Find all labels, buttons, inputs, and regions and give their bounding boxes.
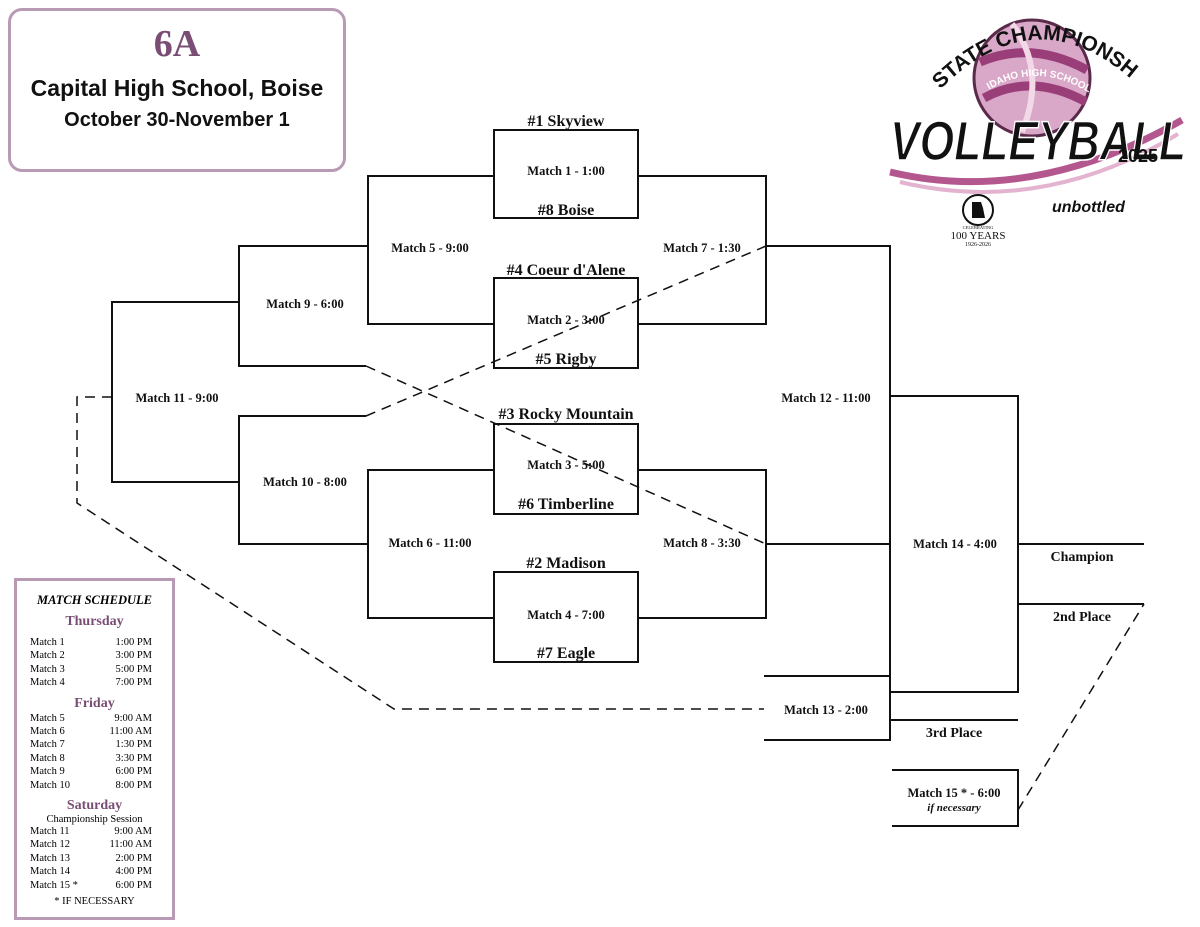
match-7-bracket <box>638 175 767 325</box>
svg-text:1926-2026: 1926-2026 <box>965 242 991 248</box>
match-15-bracket <box>892 769 1019 827</box>
sponsor-logo: unbottled <box>1052 199 1126 216</box>
team-8-label: #8 Boise <box>538 202 594 219</box>
svg-text:CELEBRATING: CELEBRATING <box>963 225 994 230</box>
team-7-label: #7 Eagle <box>537 645 595 662</box>
team-4-label: #4 Coeur d'Alene <box>507 262 626 279</box>
match-9-label: Match 9 - 6:00 <box>266 297 343 311</box>
bracket-lines <box>111 129 1144 827</box>
match-9-bracket <box>238 245 368 367</box>
loser-routes <box>76 245 1145 811</box>
match-6-label: Match 6 - 11:00 <box>389 536 472 550</box>
day-thursday-title: Thursday <box>65 614 124 629</box>
event-header: 6A Capital High School, Boise October 30… <box>8 8 346 172</box>
venue-label: Capital High School, Boise <box>30 75 324 101</box>
dates-label: October 30-November 1 <box>64 109 290 131</box>
match-4-label: Match 4 - 7:00 <box>527 608 604 622</box>
match-3-label: Match 3 - 5:00 <box>527 458 604 472</box>
division-label: 6A <box>153 23 201 65</box>
match-11-label: Match 11 - 9:00 <box>136 391 219 405</box>
loser-route-m9-m8 <box>365 365 767 545</box>
team-3-label: #3 Rocky Mountain <box>498 406 633 423</box>
logo-year: 2025 <box>1118 146 1158 166</box>
match-15-note: if necessary <box>927 802 981 814</box>
match-10-label: Match 10 - 8:00 <box>263 475 347 489</box>
match-1-label: Match 1 - 1:00 <box>527 164 604 178</box>
schedule-row: Match 15 *6:00 PM <box>30 879 152 891</box>
match-12-label: Match 12 - 11:00 <box>781 391 870 405</box>
third-place-label: 3rd Place <box>926 726 982 741</box>
schedule-note: * IF NECESSARY <box>54 896 135 908</box>
match-5-label: Match 5 - 9:00 <box>391 241 468 255</box>
match-11-bracket <box>111 301 239 483</box>
team-6-label: #6 Timberline <box>518 496 614 513</box>
match-14-label: Match 14 - 4:00 <box>913 537 997 551</box>
loser-route-m11-m13 <box>76 396 764 710</box>
match-1-box <box>493 129 639 219</box>
volleyball-icon <box>972 18 1092 138</box>
match-2-label: Match 2 - 3:00 <box>527 313 604 327</box>
schedule-title: MATCH SCHEDULE <box>37 593 152 607</box>
day-saturday-subtitle: Championship Session <box>46 814 143 826</box>
match-10-bracket <box>238 415 368 545</box>
match-5-bracket <box>367 175 494 325</box>
loser-route-m15 <box>1017 603 1145 811</box>
loser-route-m10-m7 <box>365 245 767 417</box>
team-5-label: #5 Rigby <box>536 351 597 368</box>
svg-text:100 YEARS: 100 YEARS <box>951 230 1006 242</box>
team-2-label: #2 Madison <box>526 555 606 572</box>
team-1-label: #1 Skyview <box>528 113 605 130</box>
second-place-label: 2nd Place <box>1053 610 1111 625</box>
champion-label: Champion <box>1050 550 1113 565</box>
match-15-label: Match 15 * - 6:00 <box>907 786 1000 800</box>
centennial-seal: CELEBRATING 100 YEARS 1926-2026 <box>951 194 1006 248</box>
day-friday-title: Friday <box>74 695 115 711</box>
volleyball-championship-logo: STATE CHAMPIONSHIPS IDAHO HIGH SCHOOL VO… <box>882 10 1187 248</box>
logo-title: VOLLEYBALL <box>890 109 1186 172</box>
match-7-label: Match 7 - 1:30 <box>663 241 740 255</box>
match-8-label: Match 8 - 3:30 <box>663 536 740 550</box>
day-saturday-title: Saturday <box>66 798 123 814</box>
match-13-label: Match 13 - 2:00 <box>784 703 868 717</box>
match-13-bracket <box>764 675 891 741</box>
